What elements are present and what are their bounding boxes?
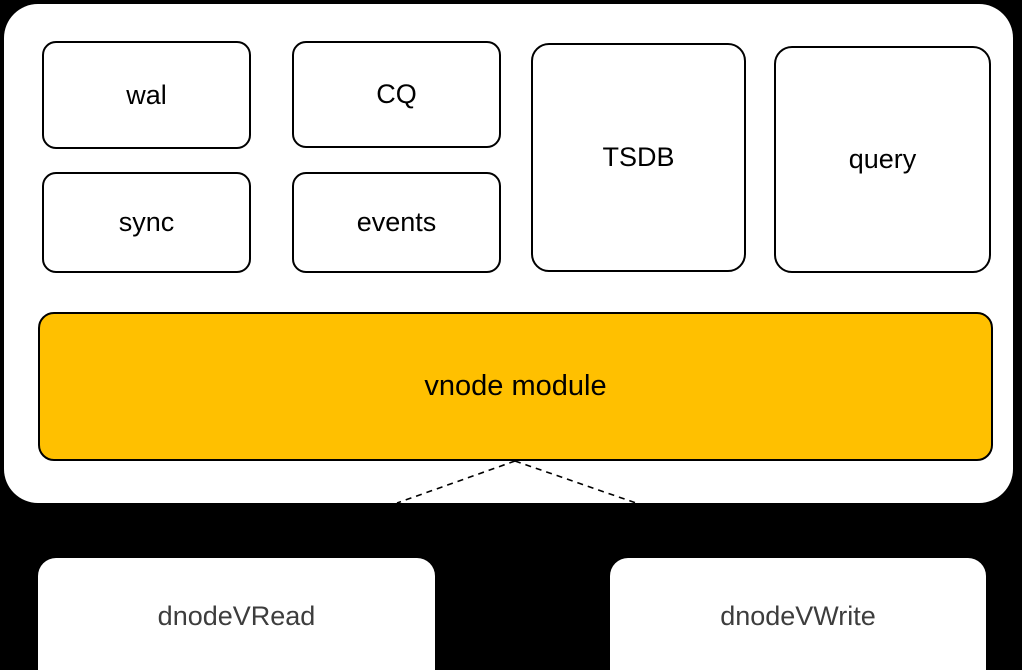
module-label-tsdb: TSDB (602, 142, 675, 172)
dnode-label-dnodevwrite: dnodeVWrite (720, 600, 876, 631)
dnode-box-dnodevread[interactable]: dnodeVRead (38, 558, 435, 670)
module-box-sync[interactable]: sync (42, 172, 251, 273)
module-box-cq[interactable]: CQ (292, 41, 501, 148)
vnode-module-label: vnode module (424, 370, 607, 402)
module-label-cq: CQ (376, 79, 417, 109)
module-box-events[interactable]: events (292, 172, 501, 273)
module-label-events: events (356, 207, 437, 237)
vnode-module-bar[interactable]: vnode module (38, 312, 993, 461)
module-box-query[interactable]: query (774, 46, 991, 273)
module-label-query: query (848, 144, 917, 174)
module-label-wal: wal (126, 79, 167, 110)
module-box-wal[interactable]: wal (42, 41, 251, 149)
dnode-label-dnodevread: dnodeVRead (157, 600, 316, 631)
module-label-sync: sync (118, 207, 175, 237)
dnode-box-dnodevwrite[interactable]: dnodeVWrite (610, 558, 986, 670)
module-box-tsdb[interactable]: TSDB (531, 43, 746, 272)
